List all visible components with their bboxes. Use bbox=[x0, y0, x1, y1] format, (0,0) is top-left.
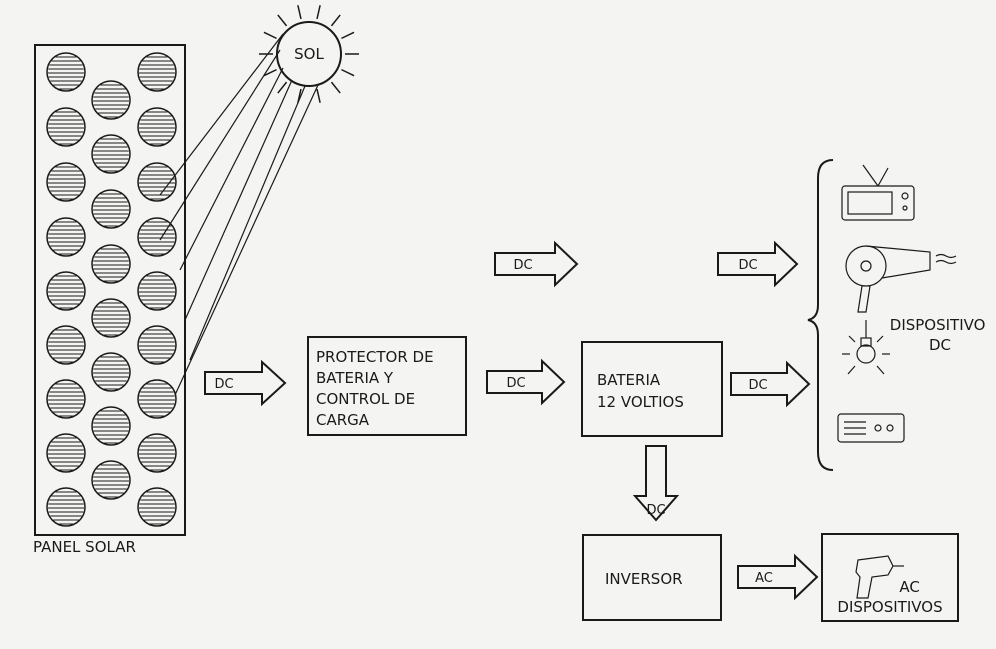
sun-ray bbox=[264, 32, 277, 38]
sun-label: SOL bbox=[294, 45, 324, 63]
solar-cell bbox=[47, 163, 85, 201]
battery-frame bbox=[582, 342, 722, 436]
sun-ray bbox=[331, 82, 340, 93]
solar-cell bbox=[47, 272, 85, 310]
arrow-top-dc-left: DC bbox=[495, 243, 577, 285]
solar-cell bbox=[47, 218, 85, 256]
solar-panel: PANEL SOLAR bbox=[33, 45, 185, 556]
solar-cell bbox=[138, 434, 176, 472]
sun-ray bbox=[341, 70, 354, 76]
charge-controller-label: PROTECTOR DE BATERIA Y CONTROL DE CARGA bbox=[316, 348, 438, 429]
arrow-label: DC bbox=[513, 258, 532, 273]
arrow-inverter-to-ac: AC bbox=[738, 556, 817, 598]
sun-ray bbox=[278, 82, 287, 93]
battery-label: BATERIA 12 VOLTIOS bbox=[597, 371, 684, 411]
solar-cell bbox=[47, 380, 85, 418]
sun-ray bbox=[341, 32, 354, 38]
sun-ray bbox=[278, 15, 287, 26]
sunlight-lines bbox=[160, 34, 318, 395]
solar-cell bbox=[47, 434, 85, 472]
sun-ray bbox=[298, 5, 301, 19]
arrow-label: DC bbox=[214, 377, 233, 392]
arrow-label: DC bbox=[738, 258, 757, 273]
light-bulb-icon bbox=[842, 320, 890, 374]
arrow-protector-to-battery: DC bbox=[487, 361, 564, 403]
ac-devices-label: AC DISPOSITIVOS bbox=[837, 578, 942, 616]
arrow-panel-to-protector: DC bbox=[205, 362, 285, 404]
drill-icon bbox=[856, 556, 904, 598]
solar-cell bbox=[92, 299, 130, 337]
arrow-label: DC bbox=[506, 376, 525, 391]
sun-ray bbox=[317, 5, 320, 19]
dc-devices-label: DISPOSITIVO DC bbox=[890, 316, 990, 354]
arrow-label: DC bbox=[748, 378, 767, 393]
solar-cell bbox=[47, 53, 85, 91]
solar-cell bbox=[92, 190, 130, 228]
ac-devices-box: AC DISPOSITIVOS bbox=[822, 534, 958, 621]
solar-cell bbox=[138, 326, 176, 364]
solar-cell bbox=[92, 461, 130, 499]
solar-cell bbox=[92, 81, 130, 119]
solar-cell bbox=[92, 407, 130, 445]
arrow-label: AC bbox=[755, 571, 773, 586]
sun: SOL bbox=[259, 5, 359, 102]
solar-cell bbox=[47, 326, 85, 364]
panel-label: PANEL SOLAR bbox=[33, 538, 136, 556]
arrow-battery-to-inverter: DC bbox=[635, 446, 677, 520]
charge-controller-box: PROTECTOR DE BATERIA Y CONTROL DE CARGA bbox=[308, 337, 466, 435]
arrow-battery-to-dc-devices: DC bbox=[731, 363, 809, 405]
tv-icon bbox=[842, 165, 914, 220]
solar-cell bbox=[92, 353, 130, 391]
battery-box: BATERIA 12 VOLTIOS bbox=[582, 342, 722, 436]
dc-devices-brace bbox=[808, 160, 833, 470]
solar-cell bbox=[138, 272, 176, 310]
arrow-top-dc-right: DC bbox=[718, 243, 797, 285]
solar-cells bbox=[47, 53, 176, 526]
solar-cell bbox=[138, 488, 176, 526]
sun-ray bbox=[331, 15, 340, 26]
hair-dryer-icon bbox=[846, 246, 956, 312]
inverter-label: INVERSOR bbox=[605, 570, 683, 588]
solar-cell bbox=[138, 108, 176, 146]
dc-devices-group: DISPOSITIVO DC bbox=[808, 160, 990, 470]
solar-cell bbox=[92, 135, 130, 173]
solar-cell bbox=[92, 245, 130, 283]
solar-cell bbox=[47, 108, 85, 146]
sun-ray bbox=[317, 89, 320, 103]
radio-icon bbox=[838, 414, 904, 442]
inverter-box: INVERSOR bbox=[583, 535, 721, 620]
arrow-label: DC bbox=[646, 503, 665, 518]
solar-cell bbox=[138, 53, 176, 91]
solar-cell bbox=[138, 380, 176, 418]
solar-cell bbox=[47, 488, 85, 526]
